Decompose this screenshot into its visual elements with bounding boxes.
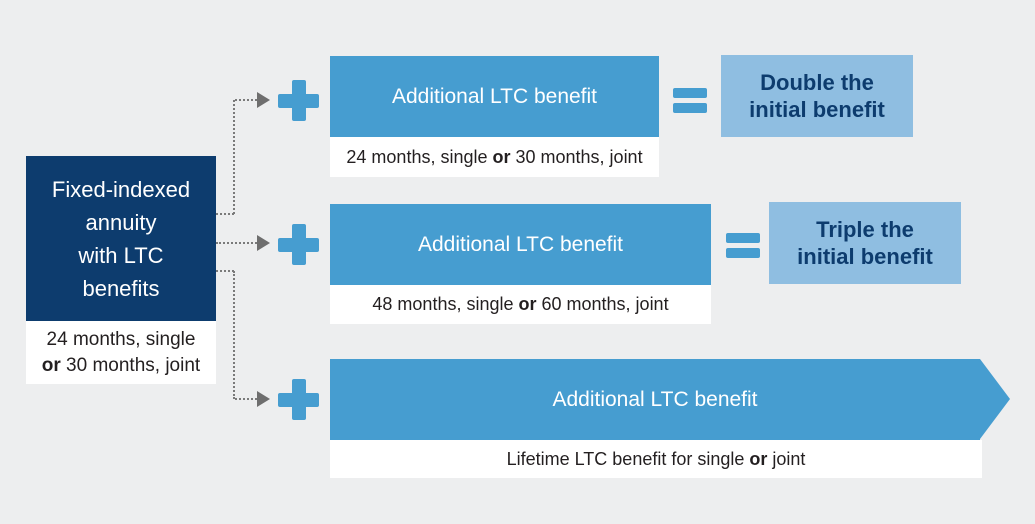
source-subtitle-line2-rest: 30 months, joint	[60, 354, 201, 376]
detail-text: Lifetime LTC benefit for single or joint	[506, 448, 806, 469]
result-line: initial benefit	[749, 97, 885, 122]
arrowhead-icon	[257, 235, 270, 251]
benefit-box-2: Additional LTC benefit	[330, 204, 711, 285]
detail-text: 48 months, single or 60 months, joint	[372, 294, 669, 314]
source-title-line: annuity	[85, 209, 157, 235]
arrowhead-icon	[257, 391, 270, 407]
arrow-point-icon	[980, 359, 1010, 439]
source-subtitle-line1: 24 months, single	[46, 328, 196, 350]
connector-line	[233, 271, 235, 399]
connector-line	[235, 99, 257, 101]
benefit-detail-3: Lifetime LTC benefit for single or joint	[330, 440, 982, 478]
equals-icon	[673, 88, 707, 113]
connector-line	[216, 270, 234, 272]
result-box-triple: Triple the initial benefit	[769, 202, 961, 284]
result-box-double: Double the initial benefit	[721, 55, 913, 137]
source-title-line: Fixed-indexed	[51, 176, 191, 202]
benefit-box-1-label: Additional LTC benefit	[391, 84, 598, 108]
source-subtitle-line2: or 30 months, joint	[42, 353, 200, 379]
source-subtitle: 24 months, single or 30 months, joint	[26, 321, 216, 384]
source-title-line: with LTC	[78, 242, 164, 268]
or-emphasis: or	[492, 146, 511, 167]
or-emphasis: or	[41, 354, 61, 376]
result-line: initial benefit	[797, 244, 933, 269]
source-box: Fixed-indexed annuity with LTC benefits	[26, 156, 216, 321]
connector-line	[216, 213, 234, 215]
result-line: Double the	[760, 70, 874, 95]
arrowhead-icon	[257, 92, 270, 108]
connector-line	[216, 242, 257, 244]
or-emphasis: or	[518, 294, 537, 314]
equals-icon	[726, 233, 760, 258]
benefit-box-1: Additional LTC benefit	[330, 56, 659, 137]
or-emphasis: or	[749, 448, 768, 469]
detail-text: 24 months, single or 30 months, joint	[346, 146, 643, 167]
benefit-box-2-label: Additional LTC benefit	[417, 232, 624, 256]
connector-line	[233, 100, 235, 214]
result-line: Triple the	[816, 217, 914, 242]
plus-icon	[278, 224, 319, 265]
benefit-detail-1: 24 months, single or 30 months, joint	[330, 137, 659, 177]
connector-line	[235, 398, 257, 400]
benefit-detail-2: 48 months, single or 60 months, joint	[330, 285, 711, 324]
plus-icon	[278, 80, 319, 121]
benefit-box-3-label: Additional LTC benefit	[552, 387, 758, 411]
plus-icon	[278, 379, 319, 420]
benefit-box-3: Additional LTC benefit	[330, 359, 980, 440]
source-title-line: benefits	[82, 275, 160, 301]
